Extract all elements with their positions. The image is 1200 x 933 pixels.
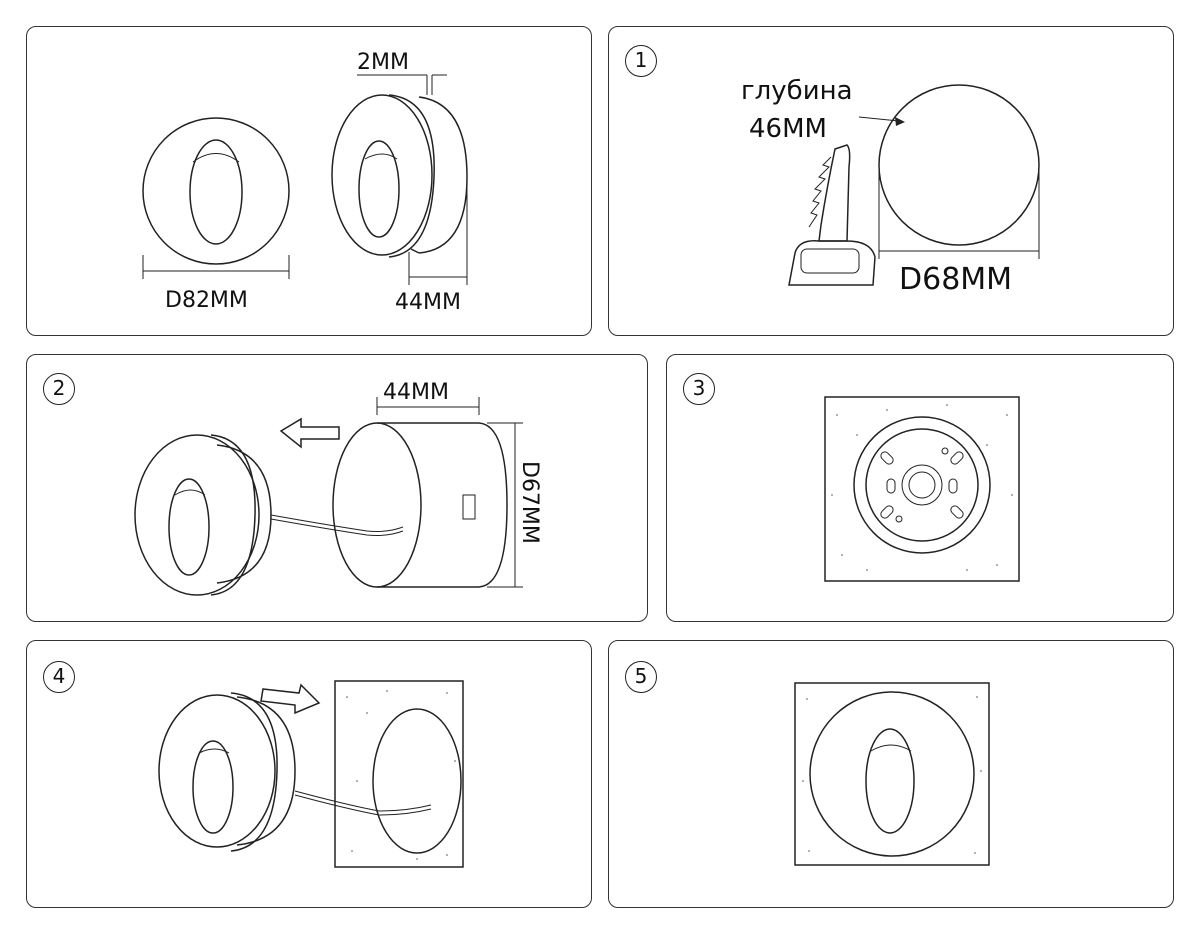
concrete-texture: [831, 404, 1013, 571]
step-number-badge: 4: [43, 661, 75, 693]
step-number-badge: 5: [625, 661, 657, 693]
lamp-side-face: [331, 94, 433, 256]
dim-body-depth: 44MM: [395, 290, 461, 315]
lamp-face: [158, 694, 276, 848]
step5-panel: 5: [608, 640, 1174, 908]
overview-panel: D82MM 2MM 44MM: [26, 26, 592, 336]
step4-panel: 4: [26, 640, 592, 908]
hole-saw-icon: [818, 144, 851, 242]
power-cable: [270, 514, 404, 532]
step3-drawing: [824, 396, 1020, 582]
hole-diameter: D68MM: [899, 262, 1012, 297]
box-depth: 44MM: [383, 380, 449, 405]
step1-panel: 1 глубина 46MM D68MM: [608, 26, 1174, 336]
depth-value: 46MM: [749, 114, 827, 144]
step-number-badge: 2: [43, 373, 75, 405]
dim-face-diameter: D82MM: [165, 288, 248, 313]
lamp-front-face: [142, 117, 290, 265]
step3-panel: 3: [666, 354, 1174, 622]
wall-section: [824, 396, 1020, 582]
wall-hole: [878, 84, 1040, 246]
step-number-badge: 3: [683, 373, 715, 405]
step4-drawing: [158, 680, 464, 868]
direction-arrow: [260, 683, 321, 715]
depth-label: глубина: [741, 76, 853, 106]
step2-panel: 2 44MM D67MM: [26, 354, 648, 622]
mounting-plate-outer: [853, 416, 991, 554]
lamp-light-window: [865, 728, 915, 834]
mounting-box: [332, 422, 422, 588]
concrete-texture: [802, 696, 982, 854]
lamp-face: [134, 434, 260, 596]
step-number-badge: 1: [625, 45, 657, 77]
wall-section: [334, 680, 464, 868]
step2-drawing: 44MM D67MM: [134, 380, 542, 596]
lamp-installed: [809, 691, 975, 857]
direction-arrow: [279, 417, 340, 449]
box-diameter: D67MM: [517, 461, 542, 544]
step5-drawing: [794, 682, 990, 866]
power-cable: [294, 790, 432, 812]
wall-hole: [372, 708, 462, 854]
lamp-light-window: [189, 139, 243, 245]
wall-section: [794, 682, 990, 866]
concrete-texture: [346, 690, 456, 860]
overview-drawing: D82MM 2MM 44MM: [142, 50, 468, 315]
dim-rim-thickness: 2MM: [357, 50, 409, 75]
step1-drawing: глубина 46MM D68MM: [741, 76, 1040, 297]
